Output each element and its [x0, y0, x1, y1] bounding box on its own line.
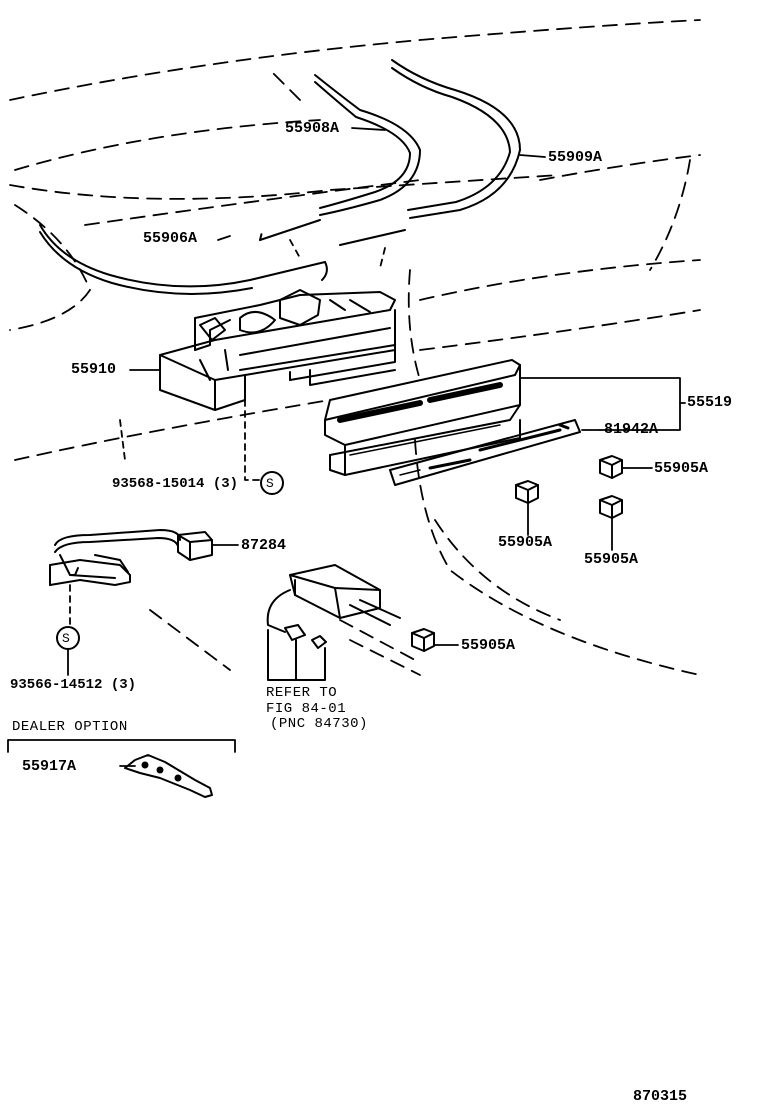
reference-line-2: FIG 84-01 [266, 701, 347, 717]
dealer-option-box [7, 739, 236, 753]
label-93566-14512: 93566-14512 (3) [10, 677, 137, 693]
reference-line-1: REFER TO [266, 685, 338, 701]
reference-line-3: (PNC 84730) [270, 716, 368, 732]
cable-55909A [339, 59, 521, 246]
label-81942A: 81942A [604, 421, 659, 438]
label-55905A-1: 55905A [654, 460, 709, 477]
label-55906A: 55906A [143, 230, 198, 247]
unit-84730 [266, 564, 401, 681]
plate-81942A [389, 419, 581, 486]
label-55905A-3: 55905A [584, 551, 639, 568]
label-55909A: 55909A [548, 149, 603, 166]
screw-symbol-letter-1: S [266, 476, 274, 491]
label-55519: 55519 [687, 394, 733, 411]
dealer-option-title: DEALER OPTION [12, 719, 128, 735]
screw-symbol-letter-2: S [62, 631, 70, 646]
label-55908A: 55908A [285, 120, 340, 137]
body-outline [9, 19, 701, 676]
label-93568-15014: 93568-15014 (3) [112, 476, 239, 492]
screw-symbol-1 [260, 471, 284, 495]
switch-87284 [49, 529, 213, 586]
figure-code: 870315 [633, 1088, 688, 1105]
part-55917A [124, 754, 213, 798]
label-55910: 55910 [71, 361, 117, 378]
label-55917A: 55917A [22, 758, 77, 775]
label-87284: 87284 [241, 537, 287, 554]
bracket-55519 [324, 359, 521, 476]
leader-lines [119, 127, 686, 767]
label-55905A-4: 55905A [461, 637, 516, 654]
cable-55906A [39, 224, 328, 295]
cable-55908A [259, 74, 421, 241]
label-55905A-2: 55905A [498, 534, 553, 551]
assembly-55910 [159, 289, 396, 411]
clip-55905A-shapes [411, 455, 623, 652]
